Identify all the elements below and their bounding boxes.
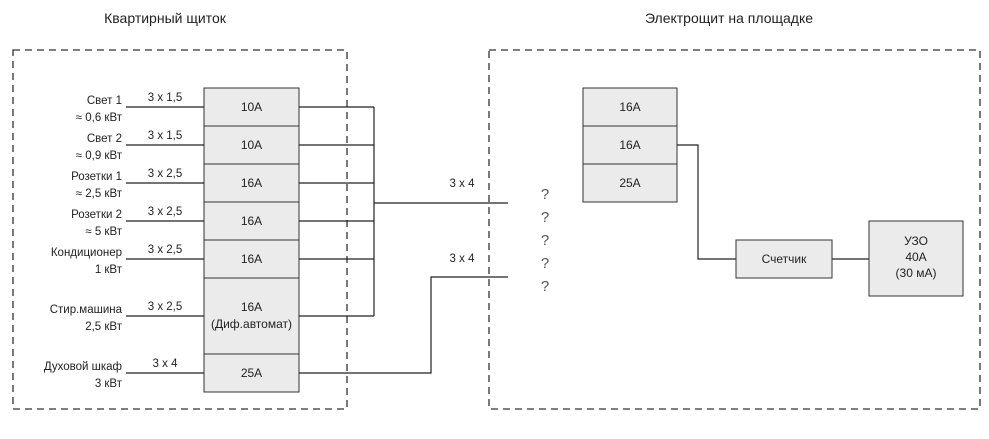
floor-breaker-box bbox=[582, 163, 678, 203]
circuit-name: Свет 1 bbox=[87, 95, 122, 107]
circuit-power: ≈ 0,9 кВт bbox=[76, 150, 123, 162]
breaker-rating: 16А bbox=[241, 252, 262, 266]
circuit-name: Розетки 1 bbox=[71, 171, 122, 183]
circuit-power: ≈ 0,6 кВт bbox=[76, 112, 123, 124]
breaker-box bbox=[203, 163, 300, 203]
unknown-mark: ? bbox=[541, 209, 549, 226]
breaker-rating: 16А bbox=[241, 176, 262, 190]
cable-size-label: 3 x 2,5 bbox=[148, 168, 183, 180]
unknown-mark: ? bbox=[541, 186, 549, 203]
circuit-name: Кондиционер bbox=[51, 247, 122, 259]
feeder-2-line bbox=[299, 276, 508, 374]
breaker-rating: 16А bbox=[241, 214, 262, 228]
floor-breaker-rating: 16А bbox=[619, 100, 640, 114]
floor-panel-title: Электрощит на площадке bbox=[645, 10, 813, 26]
apartment-panel-boundary bbox=[12, 49, 348, 410]
circuit-power: ≈ 5 кВт bbox=[85, 226, 122, 238]
rcd-rating: 40А bbox=[905, 250, 926, 264]
circuit-name: Розетки 2 bbox=[71, 209, 122, 221]
meter-label: Счетчик bbox=[762, 252, 808, 266]
floor-panel-boundary bbox=[488, 49, 981, 410]
circuit-power: 1 кВт bbox=[95, 264, 123, 276]
feeder-1-cable-label: 3 x 4 bbox=[450, 178, 476, 190]
floor-breaker-stack: 16А 16А 25А bbox=[582, 87, 678, 203]
cable-size-label: 3 x 2,5 bbox=[148, 301, 183, 313]
floor-breaker-rating: 25А bbox=[619, 176, 640, 190]
rcd-label: УЗО bbox=[904, 234, 928, 248]
unknown-mark: ? bbox=[541, 278, 549, 295]
apartment-panel-title: Квартирный щиток bbox=[104, 10, 227, 26]
unknown-mark: ? bbox=[541, 255, 549, 272]
circuit-power: 3 кВт bbox=[95, 378, 123, 390]
feeder-2-cable-label: 3 x 4 bbox=[450, 253, 476, 265]
circuit-name: Духовой шкаф bbox=[44, 361, 122, 373]
circuit-row: 16А 3 x 2,5 Кондиционер 1 кВт bbox=[51, 239, 374, 279]
breaker-to-meter-line bbox=[677, 144, 736, 260]
breaker-rating: 10А bbox=[241, 100, 262, 114]
circuit-name: Стир.машина bbox=[50, 304, 123, 316]
breaker-box bbox=[203, 125, 300, 165]
breaker-rating: 10А bbox=[241, 138, 262, 152]
cable-size-label: 3 x 2,5 bbox=[148, 244, 183, 256]
floor-breaker-rating: 16А bbox=[619, 138, 640, 152]
feeder-wiring bbox=[299, 107, 508, 374]
breaker-box bbox=[203, 277, 300, 355]
cable-size-label: 3 x 2,5 bbox=[148, 206, 183, 218]
cable-size-label: 3 x 4 bbox=[153, 358, 179, 370]
circuit-row: 16А (Диф.автомат) 3 x 2,5 Стир.машина 2,5 кВ… bbox=[50, 277, 374, 355]
circuit-power: 2,5 кВт bbox=[85, 321, 123, 333]
rcd-box bbox=[868, 220, 964, 297]
floor-breaker-box bbox=[582, 87, 678, 127]
circuit-power: ≈ 2,5 кВт bbox=[76, 188, 123, 200]
breaker-note: (Диф.автомат) bbox=[211, 317, 292, 331]
circuit-row: 10А 3 x 1,5 Свет 2 ≈ 0,9 кВт bbox=[76, 125, 374, 165]
circuit-row: 16А 3 x 2,5 Розетки 1 ≈ 2,5 кВт bbox=[71, 163, 374, 203]
circuit-name: Свет 2 bbox=[87, 133, 122, 145]
meter-box bbox=[735, 239, 833, 279]
cable-size-label: 3 x 1,5 bbox=[148, 130, 183, 142]
meter-wiring bbox=[677, 144, 869, 260]
circuit-row: 10А 3 x 1,5 Свет 1 ≈ 0,6 кВт bbox=[76, 87, 374, 127]
rcd-leakage: (30 мА) bbox=[896, 266, 937, 280]
breaker-rating: 16А bbox=[241, 300, 262, 314]
cable-size-label: 3 x 1,5 bbox=[148, 92, 183, 104]
unknown-mark: ? bbox=[541, 232, 549, 249]
circuit-row: 25А 3 x 4 Духовой шкаф 3 кВт bbox=[44, 353, 300, 393]
circuit-row: 16А 3 x 2,5 Розетки 2 ≈ 5 кВт bbox=[71, 201, 374, 241]
breaker-rating: 25А bbox=[241, 366, 262, 380]
